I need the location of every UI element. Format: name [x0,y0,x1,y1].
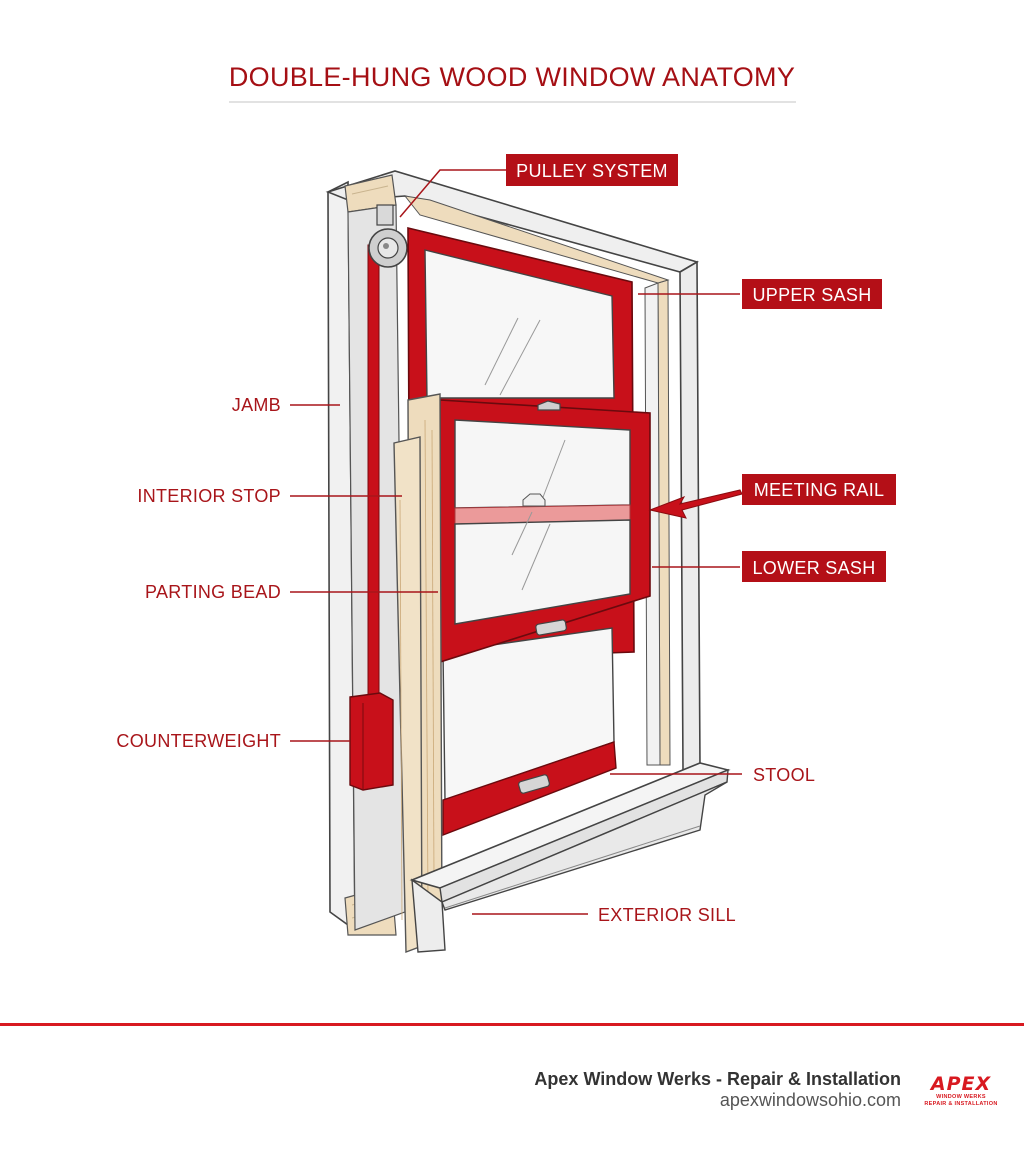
lower-sash-glass-top [455,420,630,508]
logo-wordmark: APEX [920,1074,1002,1094]
exterior-sill-label: EXTERIOR SILL [598,905,736,925]
apex-logo: APEX WINDOW WERKS REPAIR & INSTALLATION [920,1074,1002,1108]
parting-bead-label: PARTING BEAD [145,582,281,602]
window-illustration [328,171,728,952]
lower-sash-label: LOWER SASH [752,558,875,578]
interior-stop-label: INTERIOR STOP [137,486,281,506]
company-url[interactable]: apexwindowsohio.com [720,1090,901,1111]
pulley-bracket [377,205,393,225]
window-anatomy-diagram: PULLEY SYSTEM UPPER SASH MEETING RAIL LO… [0,0,1024,1010]
sash-cord [368,245,379,695]
footer-divider [0,1023,1024,1026]
counterweight-block [350,693,393,790]
logo-tagline: WINDOW WERKS REPAIR & INSTALLATION [920,1094,1002,1108]
jamb-label: JAMB [232,395,281,415]
upper-sash-label: UPPER SASH [752,285,871,305]
logo-line-1: WINDOW WERKS [920,1094,1002,1101]
company-name: Apex Window Werks - Repair & Installatio… [534,1069,901,1090]
counterweight-label: COUNTERWEIGHT [116,731,281,751]
logo-line-2: REPAIR & INSTALLATION [920,1101,1002,1108]
pulley-axle [383,243,389,249]
meeting-rail-label: MEETING RAIL [754,480,885,500]
stool-label: STOOL [753,765,815,785]
pulley-system-label: PULLEY SYSTEM [516,161,668,181]
